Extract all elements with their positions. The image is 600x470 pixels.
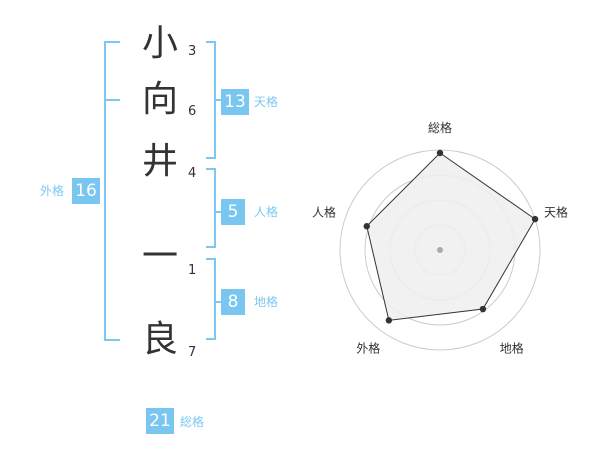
name-char-5: 良: [141, 319, 178, 360]
radar-axis-label: 外格: [356, 341, 380, 356]
stroke-count-3: 4: [188, 166, 197, 181]
chikaku-value: 8: [221, 289, 245, 315]
chikaku-label: 地格: [254, 295, 279, 309]
radar-point-3: [479, 305, 487, 313]
name-char-2: 向: [141, 79, 178, 120]
radar-point-4: [385, 317, 393, 324]
radar-point-1: [436, 149, 444, 157]
radar-point-2: [531, 215, 539, 223]
stroke-count-1: 3: [188, 44, 197, 59]
radar-axis-label: 天格: [544, 204, 568, 219]
jinkaku-label: 人格: [254, 205, 279, 219]
name-char-4: 一: [141, 236, 178, 277]
tenkaku-label: 天格: [254, 95, 279, 109]
radar-axis-label: 総格: [428, 120, 452, 135]
stroke-count-2: 6: [188, 104, 197, 119]
name-char-3: 井: [141, 141, 178, 182]
gaikaku-value: 16: [72, 178, 100, 204]
stroke-count-5: 7: [188, 345, 197, 360]
gaikaku-label: 外格: [40, 184, 65, 198]
radar-series-area: [366, 152, 536, 321]
soukaku-value: 21: [146, 408, 174, 434]
radar-axis-label: 人格: [312, 204, 336, 219]
tenkaku-value: 13: [221, 89, 249, 115]
radar-center-dot: [437, 247, 443, 253]
soukaku-label: 総格: [180, 415, 205, 429]
radar-axis-label: 地格: [500, 341, 524, 356]
stroke-count-4: 1: [188, 263, 197, 278]
name-char-1: 小: [141, 23, 178, 64]
jinkaku-value: 5: [221, 199, 245, 225]
radar-point-5: [363, 223, 370, 230]
